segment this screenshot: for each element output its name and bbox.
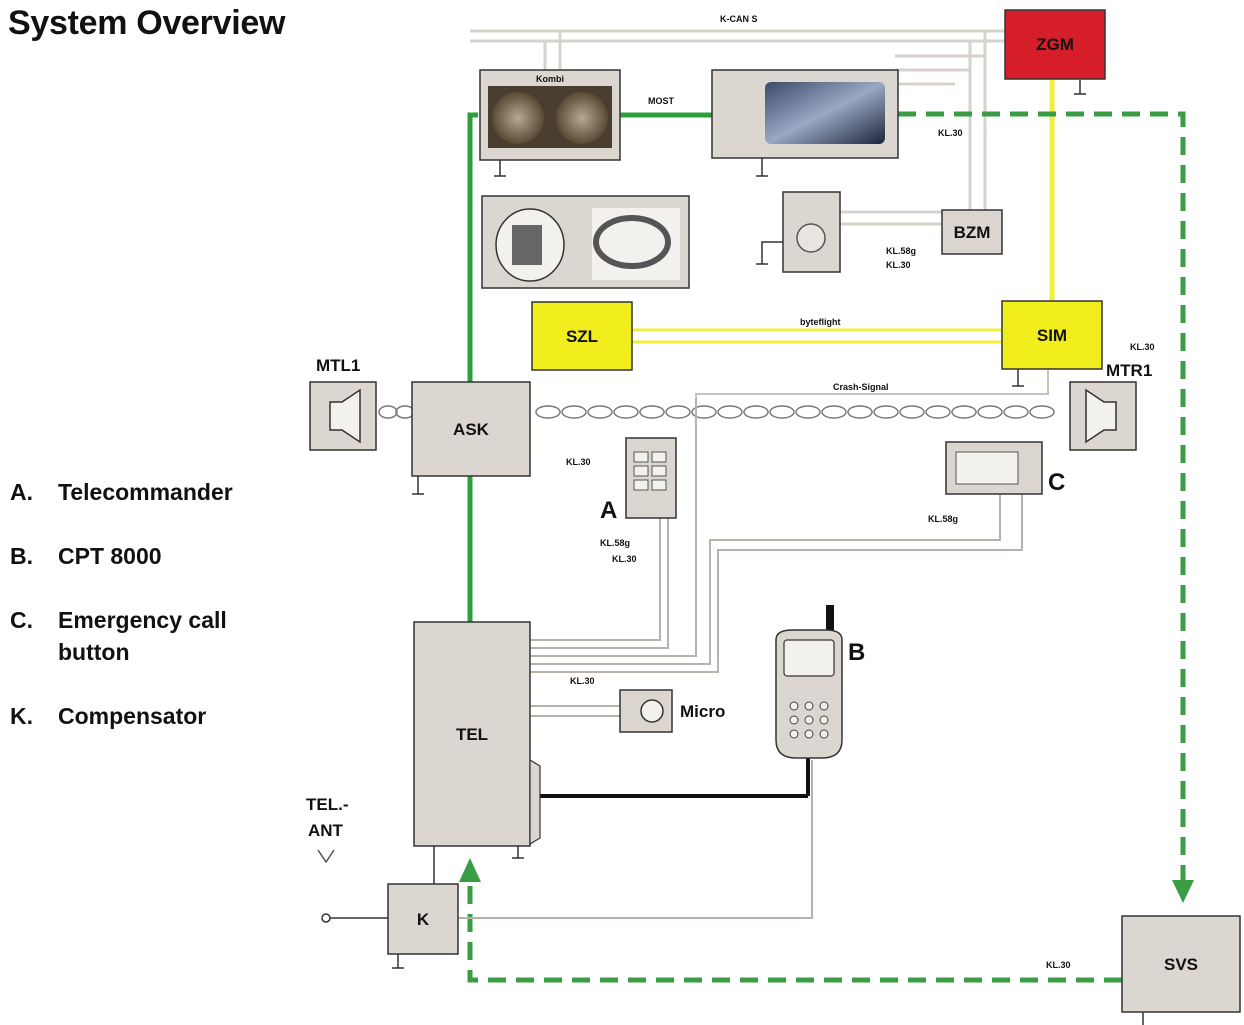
speaker-icon	[329, 388, 361, 444]
legend-key: B.	[10, 543, 33, 569]
kcan-label: K-CAN S	[720, 14, 758, 24]
label-c: C	[1048, 469, 1065, 496]
svg-text:KL.58g: KL.58g	[928, 514, 958, 524]
speaker-icon	[1085, 388, 1117, 444]
kcan-bus	[470, 29, 1005, 226]
legend-text: Telecommander	[58, 479, 233, 505]
handset-screen-icon	[783, 639, 835, 677]
mtr1-label: MTR1	[1106, 361, 1152, 380]
micro-label: Micro	[680, 702, 725, 721]
svg-text:KL.30: KL.30	[886, 260, 911, 270]
zgm-label: ZGM	[1036, 35, 1074, 54]
tel-module	[413, 621, 531, 847]
antenna-connector-icon	[321, 913, 331, 923]
svs-arrow	[1172, 880, 1194, 903]
tachometer-icon	[556, 92, 608, 144]
microphone-icon	[640, 699, 664, 723]
speedometer-icon	[492, 92, 544, 144]
sim-label: SIM	[1037, 326, 1067, 345]
legend-item-c: C. Emergency call button	[10, 604, 278, 668]
svg-text:KL.58g: KL.58g	[600, 538, 630, 548]
bzm-label: BZM	[954, 223, 991, 242]
legend-item-b: B. CPT 8000	[10, 540, 278, 572]
svg-text:KL.30: KL.30	[938, 128, 963, 138]
steering-wheel-icon	[593, 215, 671, 269]
tel-arrow	[459, 858, 481, 882]
k-label: K	[417, 910, 430, 929]
compensator-k-module	[387, 883, 459, 955]
svs-dashed-line	[467, 111, 1186, 983]
tel-wiring	[458, 398, 1023, 919]
label-a: A	[600, 497, 617, 524]
zgm-module	[1004, 9, 1106, 80]
tel-label: TEL	[456, 725, 488, 744]
sim-module	[1001, 300, 1103, 370]
telecommander-module	[625, 437, 677, 519]
label-b: B	[848, 639, 865, 666]
legend-key: A.	[10, 479, 33, 505]
controller-knob-icon	[796, 223, 826, 253]
ask-module	[411, 381, 531, 477]
legend-item-a: A. Telecommander	[10, 476, 278, 508]
telant-label-line2: ANT	[308, 821, 344, 840]
ask-label: ASK	[453, 420, 490, 439]
legend-key: K.	[10, 703, 33, 729]
svs-module	[1121, 915, 1241, 1013]
svg-text:KL.30: KL.30	[570, 676, 595, 686]
svg-text:KL.30: KL.30	[566, 457, 591, 467]
svg-text:KL.30: KL.30	[1046, 960, 1071, 970]
handset-b	[775, 605, 843, 759]
bzm-module	[941, 209, 1003, 255]
mtl1-label: MTL1	[316, 356, 360, 375]
byteflight-label: byteflight	[800, 317, 841, 327]
svg-text:KL.30: KL.30	[1130, 342, 1155, 352]
svg-text:KL.30: KL.30	[612, 554, 637, 564]
screen-icon	[765, 82, 885, 144]
terminal-labels: KL.30 KL.58g KL.30 KL.30 KL.30 KL.58g KL…	[566, 128, 1155, 970]
szl-label: SZL	[566, 327, 598, 346]
telant-label-line1: TEL.-	[306, 795, 349, 814]
legend-text: Emergency call button	[58, 607, 227, 665]
svs-label: SVS	[1164, 955, 1198, 974]
kombi-label: Kombi	[536, 74, 564, 84]
ground-symbols	[392, 80, 1144, 1025]
legend-item-k: K. Compensator	[10, 700, 278, 732]
byteflight-bus	[632, 80, 1055, 344]
legend-key: C.	[10, 607, 33, 633]
most-label: MOST	[648, 96, 675, 106]
page-title: System Overview	[8, 4, 286, 42]
legend-text: CPT 8000	[58, 543, 162, 569]
crash-signal-label: Crash-Signal	[833, 382, 889, 392]
antenna-icon	[317, 849, 335, 864]
svg-text:KL.58g: KL.58g	[886, 246, 916, 256]
most-bus	[467, 112, 712, 622]
legend-text: Compensator	[58, 703, 207, 729]
speaker-chain	[378, 405, 1055, 419]
szl-module	[531, 301, 633, 371]
